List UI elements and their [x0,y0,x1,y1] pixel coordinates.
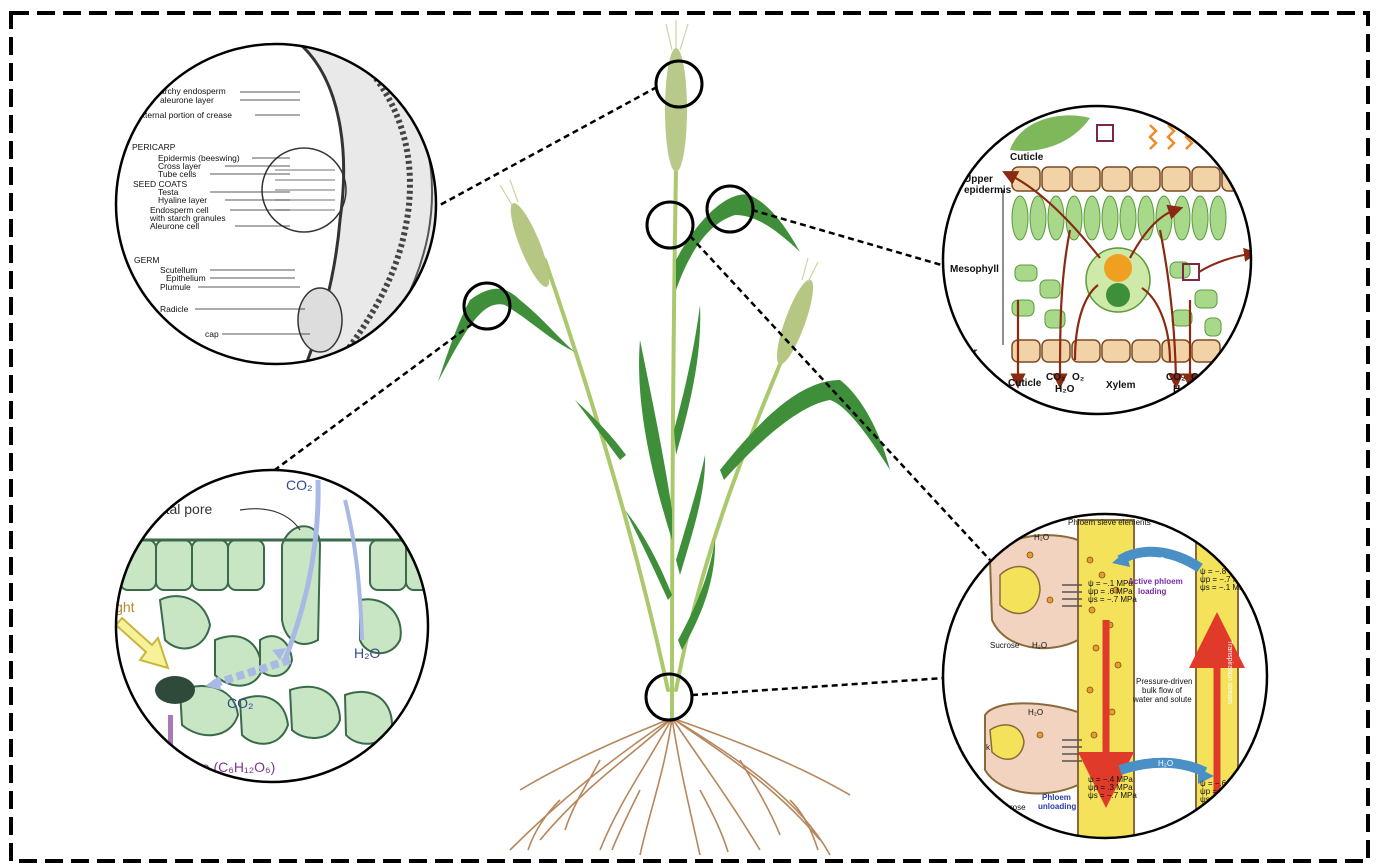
h2o-label: H₂O [1028,708,1043,717]
chloroplast-icon [155,676,195,704]
h2o-label: H₂O [1032,641,1047,650]
active-loading-label: loading [1138,587,1167,596]
grain-label: Radicle [160,304,189,314]
leaf-section-inset: Cuticle Upper epidermis Mesophyll wer mi… [943,106,1251,414]
h2o-label: H₂O [354,645,381,661]
o2-label: O₂ [1072,372,1084,383]
transpiration-label: Transpiration stream [1226,640,1233,704]
phloem-title: Phloem sieve elements [1068,518,1151,527]
grain-label: external portion of crease [136,110,232,120]
grain-label: M [146,75,153,85]
xylem-label: Xylem [1106,380,1136,391]
cuticle-label: Cuticle [1010,152,1044,163]
wheat-plant [438,20,890,855]
stem-marker [647,202,693,248]
co2-bottom-label: CO₂ [227,695,253,711]
psi-value: ψs = −.7 MPa [1088,791,1137,800]
grain-label: Hyaline layer [158,195,207,205]
co2-top-label: CO₂ [286,477,312,493]
h2o-label: H₂O [1034,533,1049,542]
co2-label: CO₂ [1166,372,1185,383]
lower-epidermis-label: mis [960,358,978,369]
sink-label: k [986,743,991,752]
cuticle-bottom-label: Cuticle [1008,378,1042,389]
pressure-flow-label: bulk flow of [1142,686,1183,695]
phloem-inset: Phloem sieve elements H₂O H₂O Active phl… [943,514,1267,850]
upper-epidermis-label: epidermis [964,185,1012,196]
stomata-inset: CO₂ natal pore ight H₂O CO₂ cose (C₆H₁₂O… [112,470,442,782]
germ-heading: GERM [134,255,160,265]
callout-markers [464,61,753,720]
mesophyll-label: Mesophyll [950,264,999,275]
grain-label: Plumule [160,282,191,292]
stomatal-pore-label: natal pore [150,501,212,517]
co2-label: CO₂ [1046,372,1065,383]
grain-label: Tube cells [158,169,196,179]
h2o-label: H₂O [1055,384,1075,395]
unloading-label: Phloem [1042,793,1071,802]
pericarp-heading: PERICARP [132,142,176,152]
grain-label: cap [205,329,219,339]
leaves [438,194,890,650]
root-collar-marker [646,674,692,720]
grain-inset: M archy endosperm aleurone layer externa… [116,44,440,380]
active-loading-label: Active phloem [1128,577,1183,586]
roots [510,718,850,855]
pressure-flow-label: water and solute [1132,695,1192,704]
psi-value: ψs = −.7 MPa [1088,595,1137,604]
unloading-label: unloading [1038,802,1076,811]
grain-label: Aleurone cell [150,221,199,231]
h2o-flow-label: H₂O [1158,759,1173,768]
pressure-flow-label: Pressure-driven [1136,677,1192,686]
sucrose-label: Sucrose [990,641,1020,650]
grain-label: aleurone layer [160,95,214,105]
h2o-flow-label: H₂O [1150,556,1165,565]
